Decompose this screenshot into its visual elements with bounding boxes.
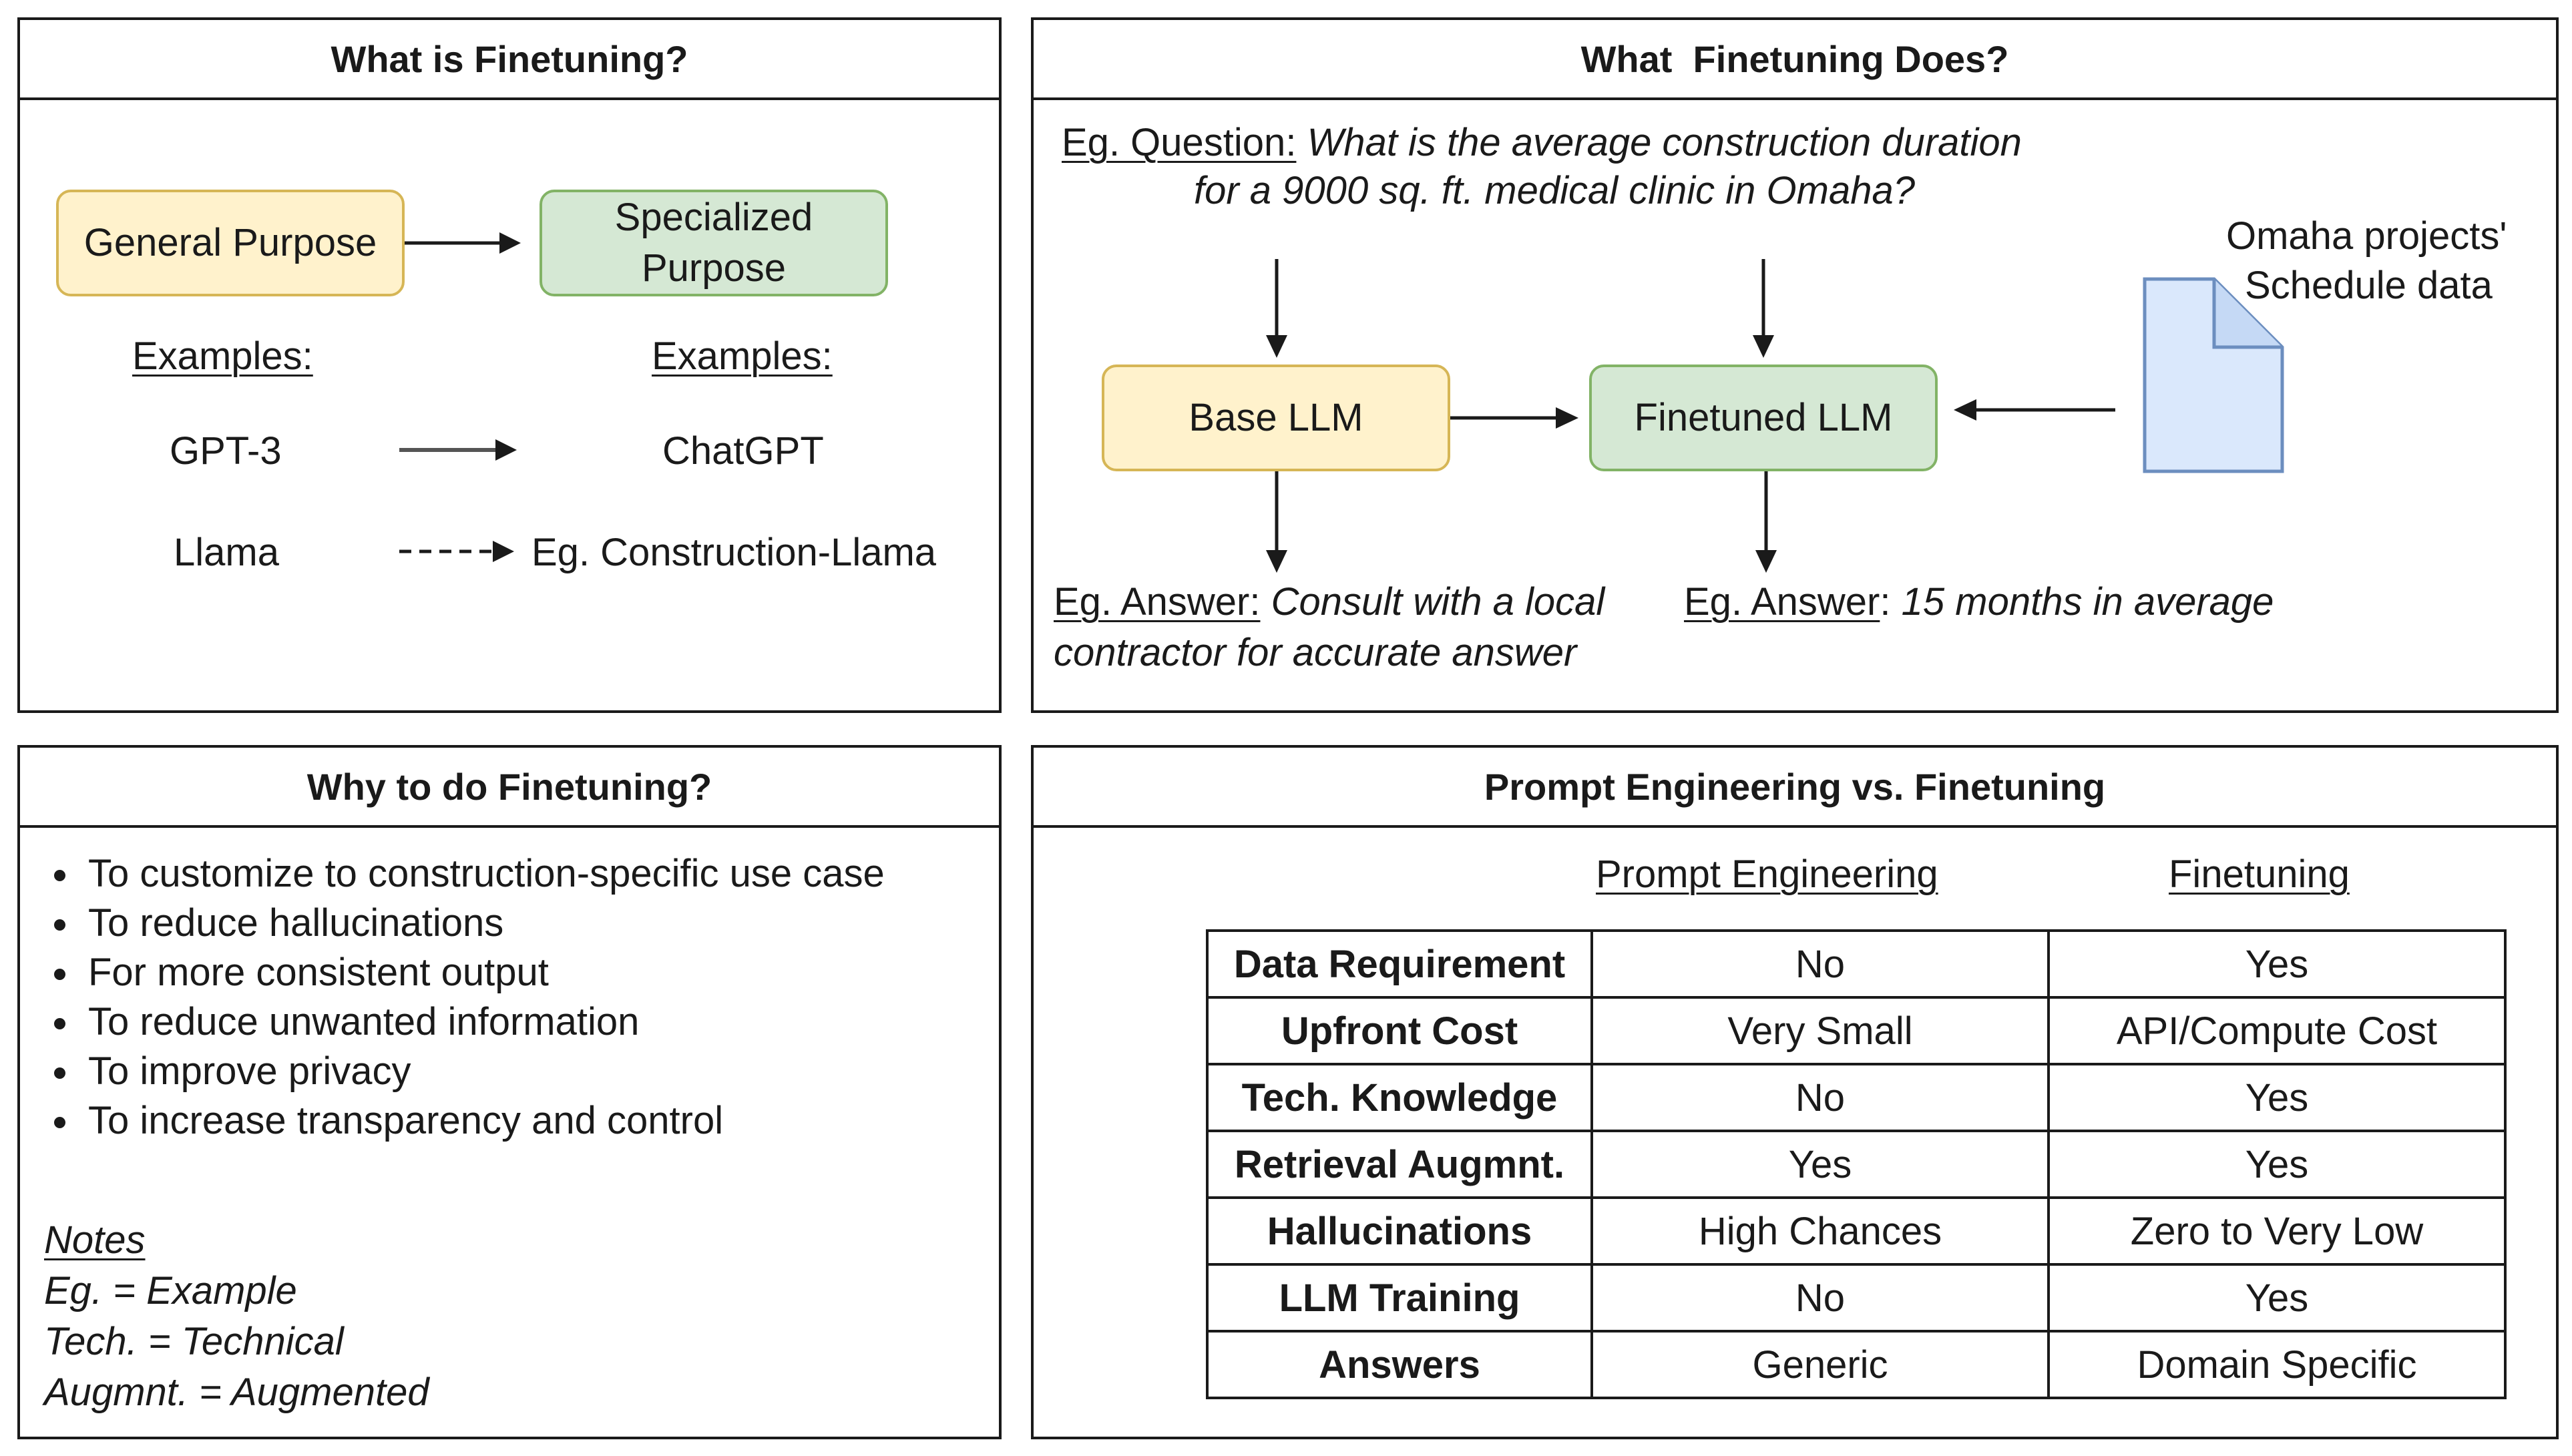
answer-finetuned-label: Eg. Answer xyxy=(1684,580,1880,624)
row-label: Data Requirement xyxy=(1206,929,1593,999)
cell-prompt: Yes xyxy=(1590,1130,2050,1199)
example-left-llama: Llama xyxy=(174,531,279,574)
finetuned-llm-label: Finetuned LLM xyxy=(1634,396,1893,439)
example-right-construction-llama: Eg. Construction-Llama xyxy=(531,531,937,574)
notes-title: Notes xyxy=(44,1218,146,1262)
finetuned-llm-box: Finetuned LLM xyxy=(1589,365,1938,471)
row-label: Upfront Cost xyxy=(1206,996,1593,1065)
cell-finetune: Yes xyxy=(2047,1263,2507,1332)
row-label: Retrieval Augmnt. xyxy=(1206,1130,1593,1199)
row-label: Answers xyxy=(1206,1330,1593,1399)
panel-why-finetuning: Why to do Finetuning? To customize to co… xyxy=(17,745,1002,1439)
arrow-question-to-base xyxy=(1266,259,1287,358)
examples-left-heading: Examples: xyxy=(132,334,313,378)
specialized-purpose-label-line1: Specialized xyxy=(614,196,813,239)
cell-prompt: No xyxy=(1590,929,2050,999)
data-source-line2: Schedule data xyxy=(2245,264,2493,307)
list-item: To increase transparency and control xyxy=(81,1096,995,1146)
table-row: LLM Training No Yes xyxy=(1206,1263,2507,1332)
example-right-chatgpt: ChatGPT xyxy=(662,429,824,473)
question-label: Eg. Question: xyxy=(1062,121,1297,164)
base-llm-label: Base LLM xyxy=(1189,396,1363,439)
arrow-data-to-finetuned xyxy=(1954,399,2115,421)
base-llm-box: Base LLM xyxy=(1102,365,1450,471)
column-header-finetuning: Finetuning xyxy=(2169,853,2350,896)
panel-what-is-arrows xyxy=(399,232,521,562)
panel-title: Why to do Finetuning? xyxy=(20,748,999,828)
question-text-line1: What is the average construction duratio… xyxy=(1307,121,2022,164)
arrow-finetuned-to-answer xyxy=(1755,471,1777,573)
cell-finetune: Yes xyxy=(2047,1130,2507,1199)
comparison-table: Data Requirement No Yes Upfront Cost Ver… xyxy=(1206,929,2507,1399)
panel-what-does-arrows xyxy=(1266,259,2284,573)
cell-finetune: Yes xyxy=(2047,929,2507,999)
cell-prompt: Generic xyxy=(1590,1330,2050,1399)
list-item: For more consistent output xyxy=(81,948,995,997)
note-item: Eg. = Example xyxy=(44,1269,297,1312)
arrow-gpt3-to-chatgpt xyxy=(399,439,517,461)
answer-base-label: Eg. Answer: xyxy=(1054,580,1261,624)
table-row: Answers Generic Domain Specific xyxy=(1206,1330,2507,1399)
cell-prompt: High Chances xyxy=(1590,1196,2050,1266)
list-item: To customize to construction-specific us… xyxy=(81,849,995,899)
row-label: Hallucinations xyxy=(1206,1196,1593,1266)
row-label: Tech. Knowledge xyxy=(1206,1063,1593,1132)
table-row: Retrieval Augmnt. Yes Yes xyxy=(1206,1130,2507,1199)
panel-what-is-finetuning: What is Finetuning? General Purpose Spec… xyxy=(17,17,1002,713)
panel-title: Prompt Engineering vs. Finetuning xyxy=(1034,748,2556,828)
example-left-gpt3: GPT-3 xyxy=(170,429,282,473)
specialized-purpose-label-line2: Purpose xyxy=(641,246,787,290)
note-item: Tech. = Technical xyxy=(44,1320,344,1363)
arrow-base-to-finetuned xyxy=(1450,407,1578,429)
answer-base-text-line1: Consult with a local xyxy=(1271,580,1605,624)
arrow-question-to-finetuned xyxy=(1753,259,1774,358)
panel-title: What Finetuning Does? xyxy=(1034,20,2556,100)
reasons-list: To customize to construction-specific us… xyxy=(20,849,995,1146)
table-row: Tech. Knowledge No Yes xyxy=(1206,1063,2507,1132)
arrow-general-to-specialized xyxy=(405,232,521,254)
list-item: To reduce unwanted information xyxy=(81,997,995,1047)
table-row: Data Requirement No Yes xyxy=(1206,929,2507,999)
table-row: Upfront Cost Very Small API/Compute Cost xyxy=(1206,996,2507,1065)
note-item: Augmnt. = Augmented xyxy=(44,1371,429,1414)
general-purpose-label: General Purpose xyxy=(83,221,377,264)
table-row: Hallucinations High Chances Zero to Very… xyxy=(1206,1196,2507,1266)
general-purpose-box: General Purpose xyxy=(56,190,405,296)
row-label: LLM Training xyxy=(1206,1263,1593,1332)
list-item: To improve privacy xyxy=(81,1047,995,1096)
cell-prompt: No xyxy=(1590,1263,2050,1332)
answer-finetuned-text: 15 months in average xyxy=(1901,580,2274,624)
cell-finetune: Zero to Very Low xyxy=(2047,1196,2507,1266)
cell-prompt: No xyxy=(1590,1063,2050,1132)
panel-what-finetuning-does: What Finetuning Does? Eg. Question: What… xyxy=(1031,17,2559,713)
question-text-line2: for a 9000 sq. ft. medical clinic in Oma… xyxy=(1194,169,1915,212)
specialized-purpose-box: Specialized Purpose xyxy=(540,190,888,296)
arrow-base-to-answer xyxy=(1266,471,1287,573)
notes-section: Notes Eg. = Example Tech. = Technical Au… xyxy=(44,1215,429,1418)
data-source-line1: Omaha projects' xyxy=(2226,214,2507,258)
answer-finetuned-separator: : xyxy=(1880,580,1891,624)
document-icon xyxy=(2143,277,2284,473)
column-header-prompt-engineering: Prompt Engineering xyxy=(1596,853,1938,896)
arrow-llama-to-construction-llama-dashed xyxy=(399,541,514,562)
answer-base-line1: Eg. Answer: Consult with a local xyxy=(1054,579,1604,624)
panel-title: What is Finetuning? xyxy=(20,20,999,100)
cell-finetune: Yes xyxy=(2047,1063,2507,1132)
answer-finetuned: Eg. Answer: 15 months in average xyxy=(1684,579,2274,624)
cell-prompt: Very Small xyxy=(1590,996,2050,1065)
cell-finetune: Domain Specific xyxy=(2047,1330,2507,1399)
question-line1: Eg. Question: What is the average constr… xyxy=(1062,120,2022,165)
panel-prompt-vs-finetuning: Prompt Engineering vs. Finetuning Prompt… xyxy=(1031,745,2559,1439)
cell-finetune: API/Compute Cost xyxy=(2047,996,2507,1065)
examples-right-heading: Examples: xyxy=(652,334,833,378)
list-item: To reduce hallucinations xyxy=(81,899,995,948)
answer-base-text-line2: contractor for accurate answer xyxy=(1054,631,1577,674)
